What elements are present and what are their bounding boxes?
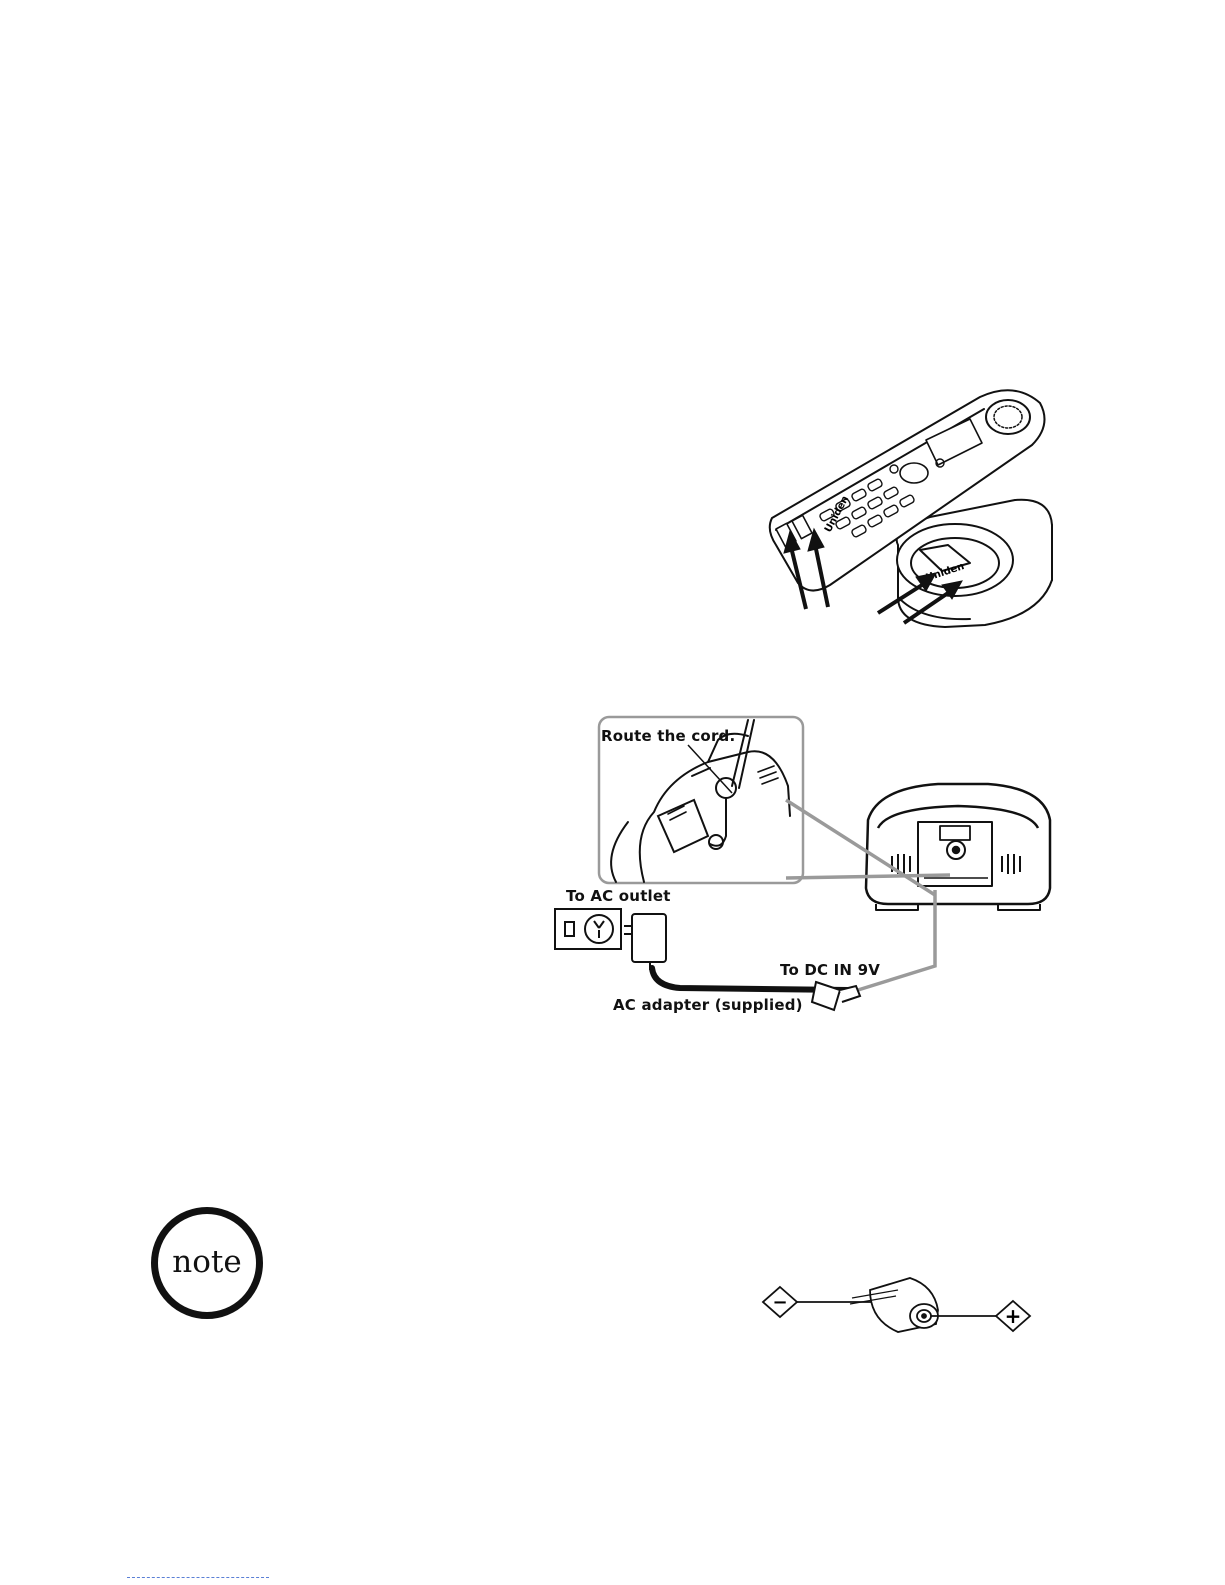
- ac-outlet-label: To AC outlet: [566, 887, 671, 905]
- positive-symbol: +: [1005, 1304, 1022, 1328]
- polarity-diagram: − +: [760, 1270, 1040, 1340]
- note-badge: note: [151, 1207, 263, 1319]
- dc-in-label: To DC IN 9V: [780, 961, 880, 979]
- wall-outlet: [554, 908, 622, 950]
- dc-plug: [812, 982, 860, 1010]
- negative-symbol: −: [772, 1292, 787, 1313]
- note-badge-text: note: [158, 1244, 256, 1280]
- footer-rule: [127, 1577, 269, 1578]
- ac-adapter-label: AC adapter (supplied): [613, 996, 803, 1014]
